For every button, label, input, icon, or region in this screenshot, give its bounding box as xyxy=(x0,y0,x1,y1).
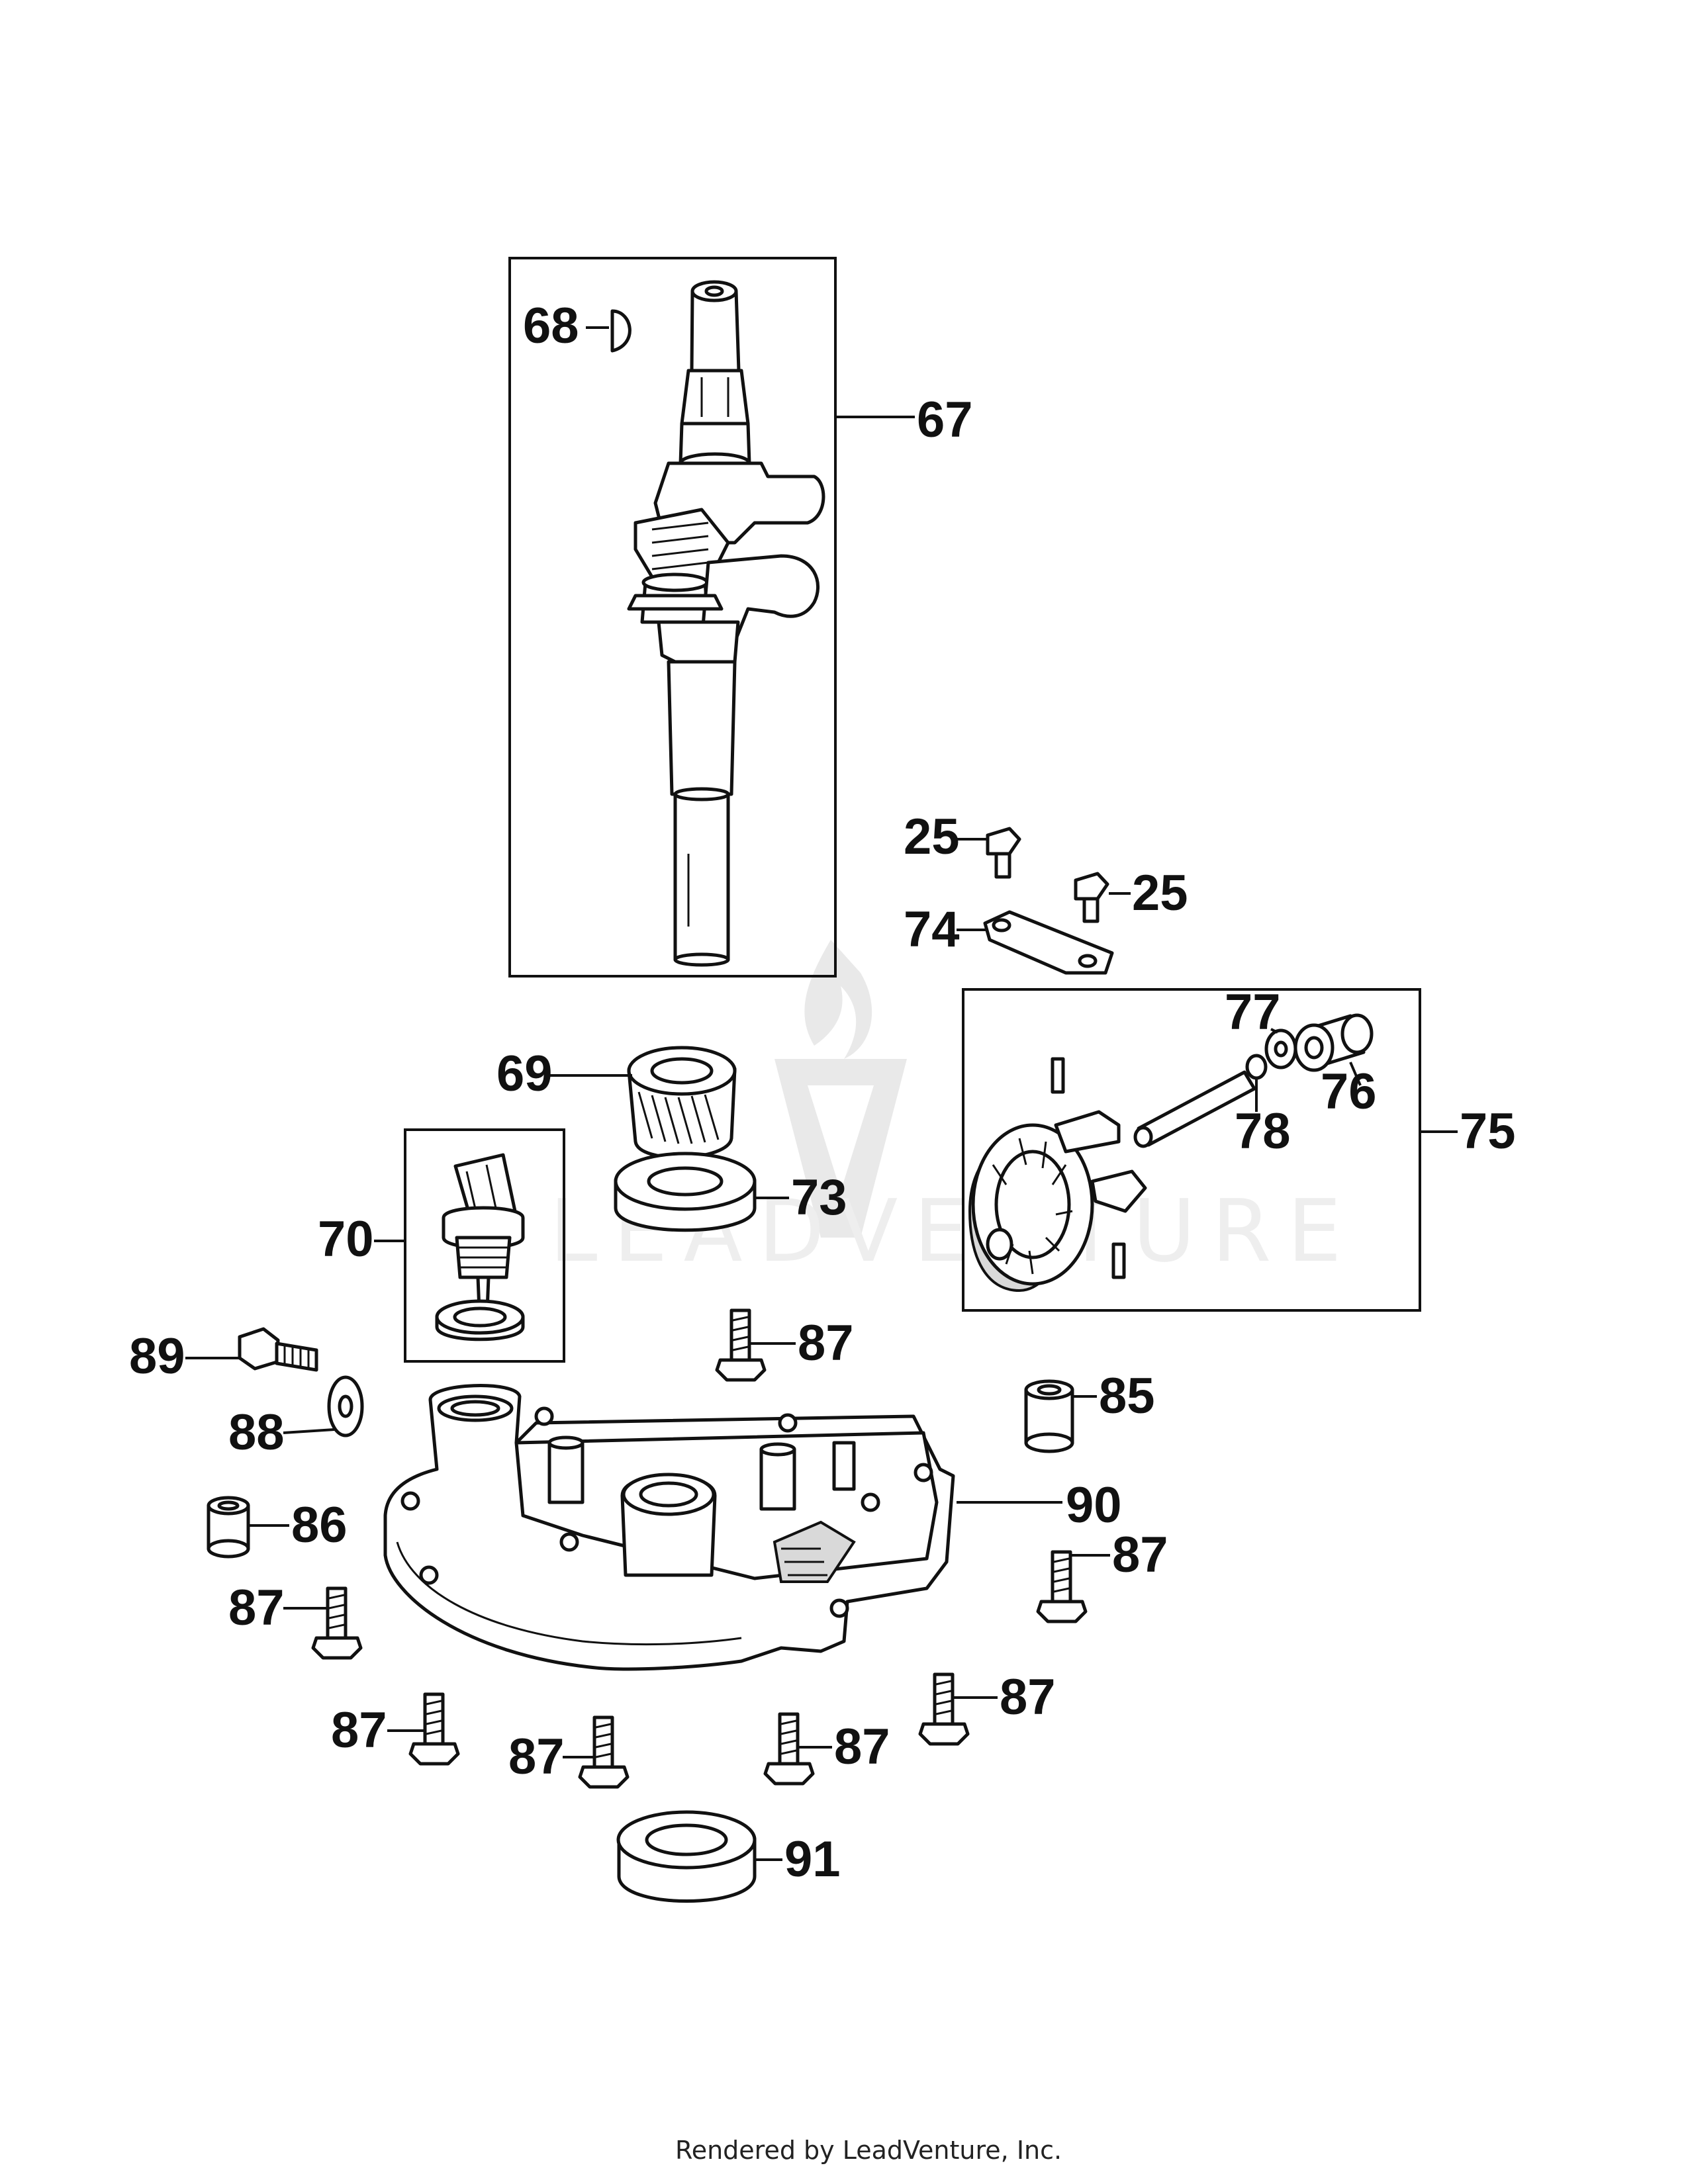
governor-shaft xyxy=(1133,1070,1256,1148)
callout-75: 75 xyxy=(1460,1103,1516,1160)
cam-gear xyxy=(627,1046,737,1160)
crankshaft-frame xyxy=(508,257,837,978)
callout-25-top: 25 xyxy=(904,809,960,865)
callout-67: 67 xyxy=(917,392,973,448)
callout-88: 88 xyxy=(228,1404,285,1461)
callout-91: 91 xyxy=(784,1831,841,1888)
governor-pins xyxy=(1051,1057,1126,1279)
oil-dipstick xyxy=(435,1153,525,1342)
callout-87-left: 87 xyxy=(228,1580,285,1636)
callout-87-top: 87 xyxy=(798,1315,854,1371)
bolt-87-lower-right xyxy=(918,1672,970,1746)
bolt-87-bottom-left xyxy=(578,1715,630,1789)
callout-87-lower-right: 87 xyxy=(1000,1669,1056,1725)
governor-frame xyxy=(962,988,1421,1312)
callout-87-bottom-center: 87 xyxy=(834,1719,890,1775)
oil-seal xyxy=(616,1810,757,1903)
callout-87-bottom-left: 87 xyxy=(508,1729,565,1785)
retaining-ring xyxy=(1245,1054,1268,1080)
bolt-25-a xyxy=(986,827,1021,879)
callout-74: 74 xyxy=(904,901,960,958)
callout-76: 76 xyxy=(1321,1064,1377,1120)
callout-86: 86 xyxy=(291,1497,348,1553)
governor-sleeve xyxy=(1293,1013,1374,1072)
bolt-25-b xyxy=(1074,872,1109,923)
bolt-87-lower-left xyxy=(408,1692,460,1766)
oil-fill-frame xyxy=(404,1128,565,1363)
callout-87-lower-left: 87 xyxy=(331,1702,387,1758)
callout-73: 73 xyxy=(791,1169,847,1226)
dowel-86 xyxy=(207,1496,250,1559)
bolt-87-bottom-center xyxy=(763,1712,815,1786)
callout-69: 69 xyxy=(496,1046,553,1102)
governor-weights xyxy=(1054,1110,1147,1213)
governor-gear xyxy=(968,1123,1094,1293)
crankshaft xyxy=(627,280,825,967)
callout-77: 77 xyxy=(1225,984,1281,1040)
footer-credit: Rendered by LeadVenture, Inc. xyxy=(675,2136,1062,2165)
bolt-89 xyxy=(238,1327,318,1372)
callout-89: 89 xyxy=(129,1328,185,1385)
callout-90: 90 xyxy=(1066,1477,1122,1533)
link-plate xyxy=(983,910,1114,975)
bolt-87-top xyxy=(715,1308,767,1382)
woodruff-key xyxy=(610,309,632,353)
bolt-87-left xyxy=(311,1586,363,1660)
callout-78: 78 xyxy=(1235,1103,1291,1160)
crankcase-cover xyxy=(383,1384,955,1671)
bolt-87-right xyxy=(1036,1550,1088,1623)
callout-85: 85 xyxy=(1099,1368,1155,1424)
callout-87-right: 87 xyxy=(1112,1527,1168,1583)
callout-68: 68 xyxy=(523,298,579,354)
callout-25-right: 25 xyxy=(1132,865,1188,921)
washer-88 xyxy=(327,1375,364,1437)
dowel-85 xyxy=(1024,1379,1074,1453)
callout-70: 70 xyxy=(318,1211,374,1267)
thrust-washer xyxy=(614,1152,757,1232)
